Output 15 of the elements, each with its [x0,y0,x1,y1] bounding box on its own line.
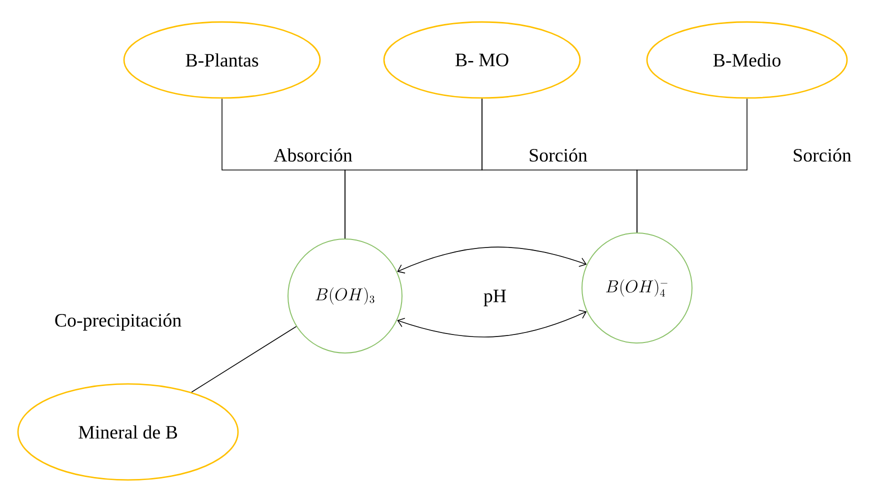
double-arrow [397,246,587,274]
edge-label: pH [484,290,506,306]
edge-label: Co-precipitación [55,313,182,331]
connector-line [191,326,297,393]
edge-label: Sorción [794,148,852,162]
edge-label: Sorción [530,148,588,162]
circle-node: $B(OH)_4^-$ [582,232,692,344]
connector-line [636,98,748,233]
ellipse-node: Mineral de B [17,383,239,481]
ellipse-node: B-Plantas [123,21,321,99]
edge-label: Absorción [274,148,352,162]
ellipse-node: B- MO [383,21,581,99]
double-arrow [397,310,587,338]
ellipse-node: B-Medio [646,21,848,99]
circle-node: $B(OH)_3$ [288,238,402,354]
